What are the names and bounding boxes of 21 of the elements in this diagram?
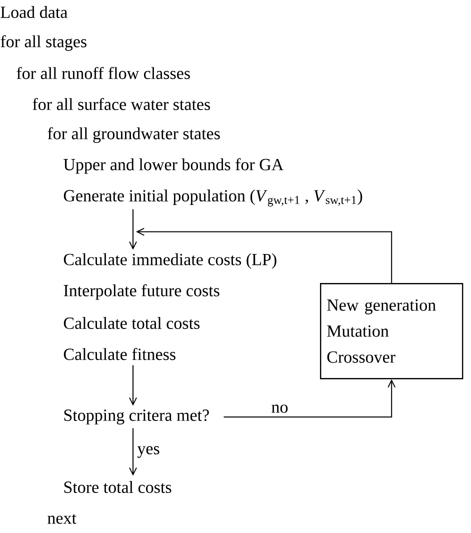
step-text: Store total costs: [64, 481, 172, 493]
arrow: [129, 428, 137, 476]
step-text: Interpolate future costs: [64, 284, 220, 300]
step-text: Calculate fitness: [64, 348, 176, 360]
step-text: for all surface water states: [32, 98, 210, 110]
step-text: Calculate total costs: [64, 317, 200, 329]
arrow: [129, 208, 137, 250]
arrow: [136, 228, 392, 284]
step-text: for all stages: [0, 35, 86, 51]
step-text: Generate initial population (V$_{gw,t+1}$ , V$_{sw,t+1}$): [64, 190, 362, 206]
step-text: for all groundwater states: [48, 127, 220, 143]
step-text: for all runoff flow classes: [16, 66, 190, 80]
edge-label: no: [270, 404, 290, 414]
step-text: Load data: [0, 6, 68, 18]
step-text: next: [48, 514, 76, 524]
step-text: Upper and lower bounds for GA: [64, 158, 284, 174]
edge-label: yes: [136, 445, 161, 459]
step-text: Stopping critera met?: [64, 410, 209, 424]
arrow: [129, 364, 137, 406]
process-box: New generation Mutation Crossover: [320, 283, 464, 380]
step-text: Calculate immediate costs (LP): [64, 253, 276, 269]
